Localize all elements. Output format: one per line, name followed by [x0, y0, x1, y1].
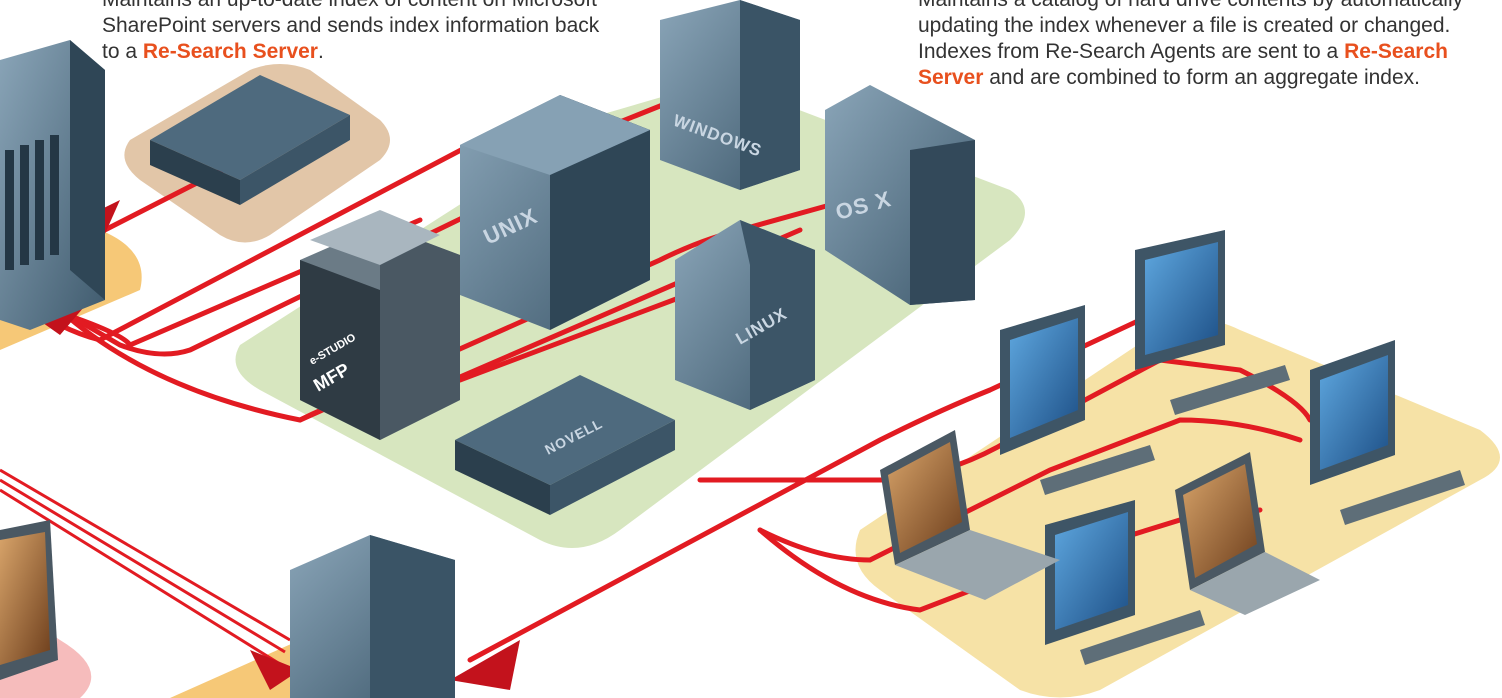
- laptop-2: [1175, 452, 1320, 615]
- sharepoint-agent-caption: Maintains an up-to-date index of content…: [102, 0, 662, 65]
- re-search-link[interactable]: Re-Search: [1344, 40, 1448, 63]
- caption-right-line1: Maintains a catalog of hard drive conten…: [918, 0, 1502, 13]
- caption-right-line3-text: Indexes from Re-Search Agents are sent t…: [918, 40, 1345, 63]
- re-search-server-left: [0, 40, 105, 330]
- caption-right-line4-text: and are combined to form an aggregate in…: [983, 66, 1421, 89]
- caption-right-line2: updating the index whenever a file is cr…: [918, 14, 1451, 37]
- left-double-lines: [0, 468, 291, 666]
- mfp-printer: e-STUDIO MFP: [300, 210, 460, 440]
- caption-left-line1: Maintains an up-to-date index of content…: [102, 0, 662, 13]
- desktop-3: [1310, 340, 1465, 525]
- arrow-to-bottom-server: [450, 640, 520, 690]
- osx-server: OS X: [825, 85, 975, 305]
- agent-caption: Maintains a catalog of hard drive conten…: [918, 0, 1502, 91]
- caption-left-line3: to a Re-Search Server.: [102, 39, 662, 65]
- re-search-server-link[interactable]: Re-Search Server: [142, 40, 318, 63]
- linux-server: LINUX: [675, 220, 815, 410]
- desktop-2: [1135, 230, 1290, 415]
- arrow-bottom-left: [250, 650, 300, 690]
- caption-left-line2: SharePoint servers and sends index infor…: [102, 14, 600, 37]
- re-search-server-bottom: [290, 535, 455, 698]
- caption-right-line3: Indexes from Re-Search Agents are sent t…: [918, 39, 1502, 65]
- sharepoint-appliance: [150, 75, 350, 205]
- laptop-1: [880, 430, 1060, 600]
- windows-server: WINDOWS: [660, 0, 800, 190]
- novell-server: NOVELL: [455, 375, 675, 515]
- caption-left-line3-end: .: [317, 40, 324, 63]
- caption-right-line4: Server and are combined to form an aggre…: [918, 65, 1502, 91]
- laptop-bottom-left: [0, 520, 58, 680]
- desktop-4: [1045, 500, 1205, 665]
- unix-server: UNIX: [460, 95, 650, 330]
- server-link[interactable]: Server: [918, 66, 984, 89]
- caption-left-line3-text: to a: [102, 40, 143, 63]
- desktop-1: [1000, 305, 1155, 495]
